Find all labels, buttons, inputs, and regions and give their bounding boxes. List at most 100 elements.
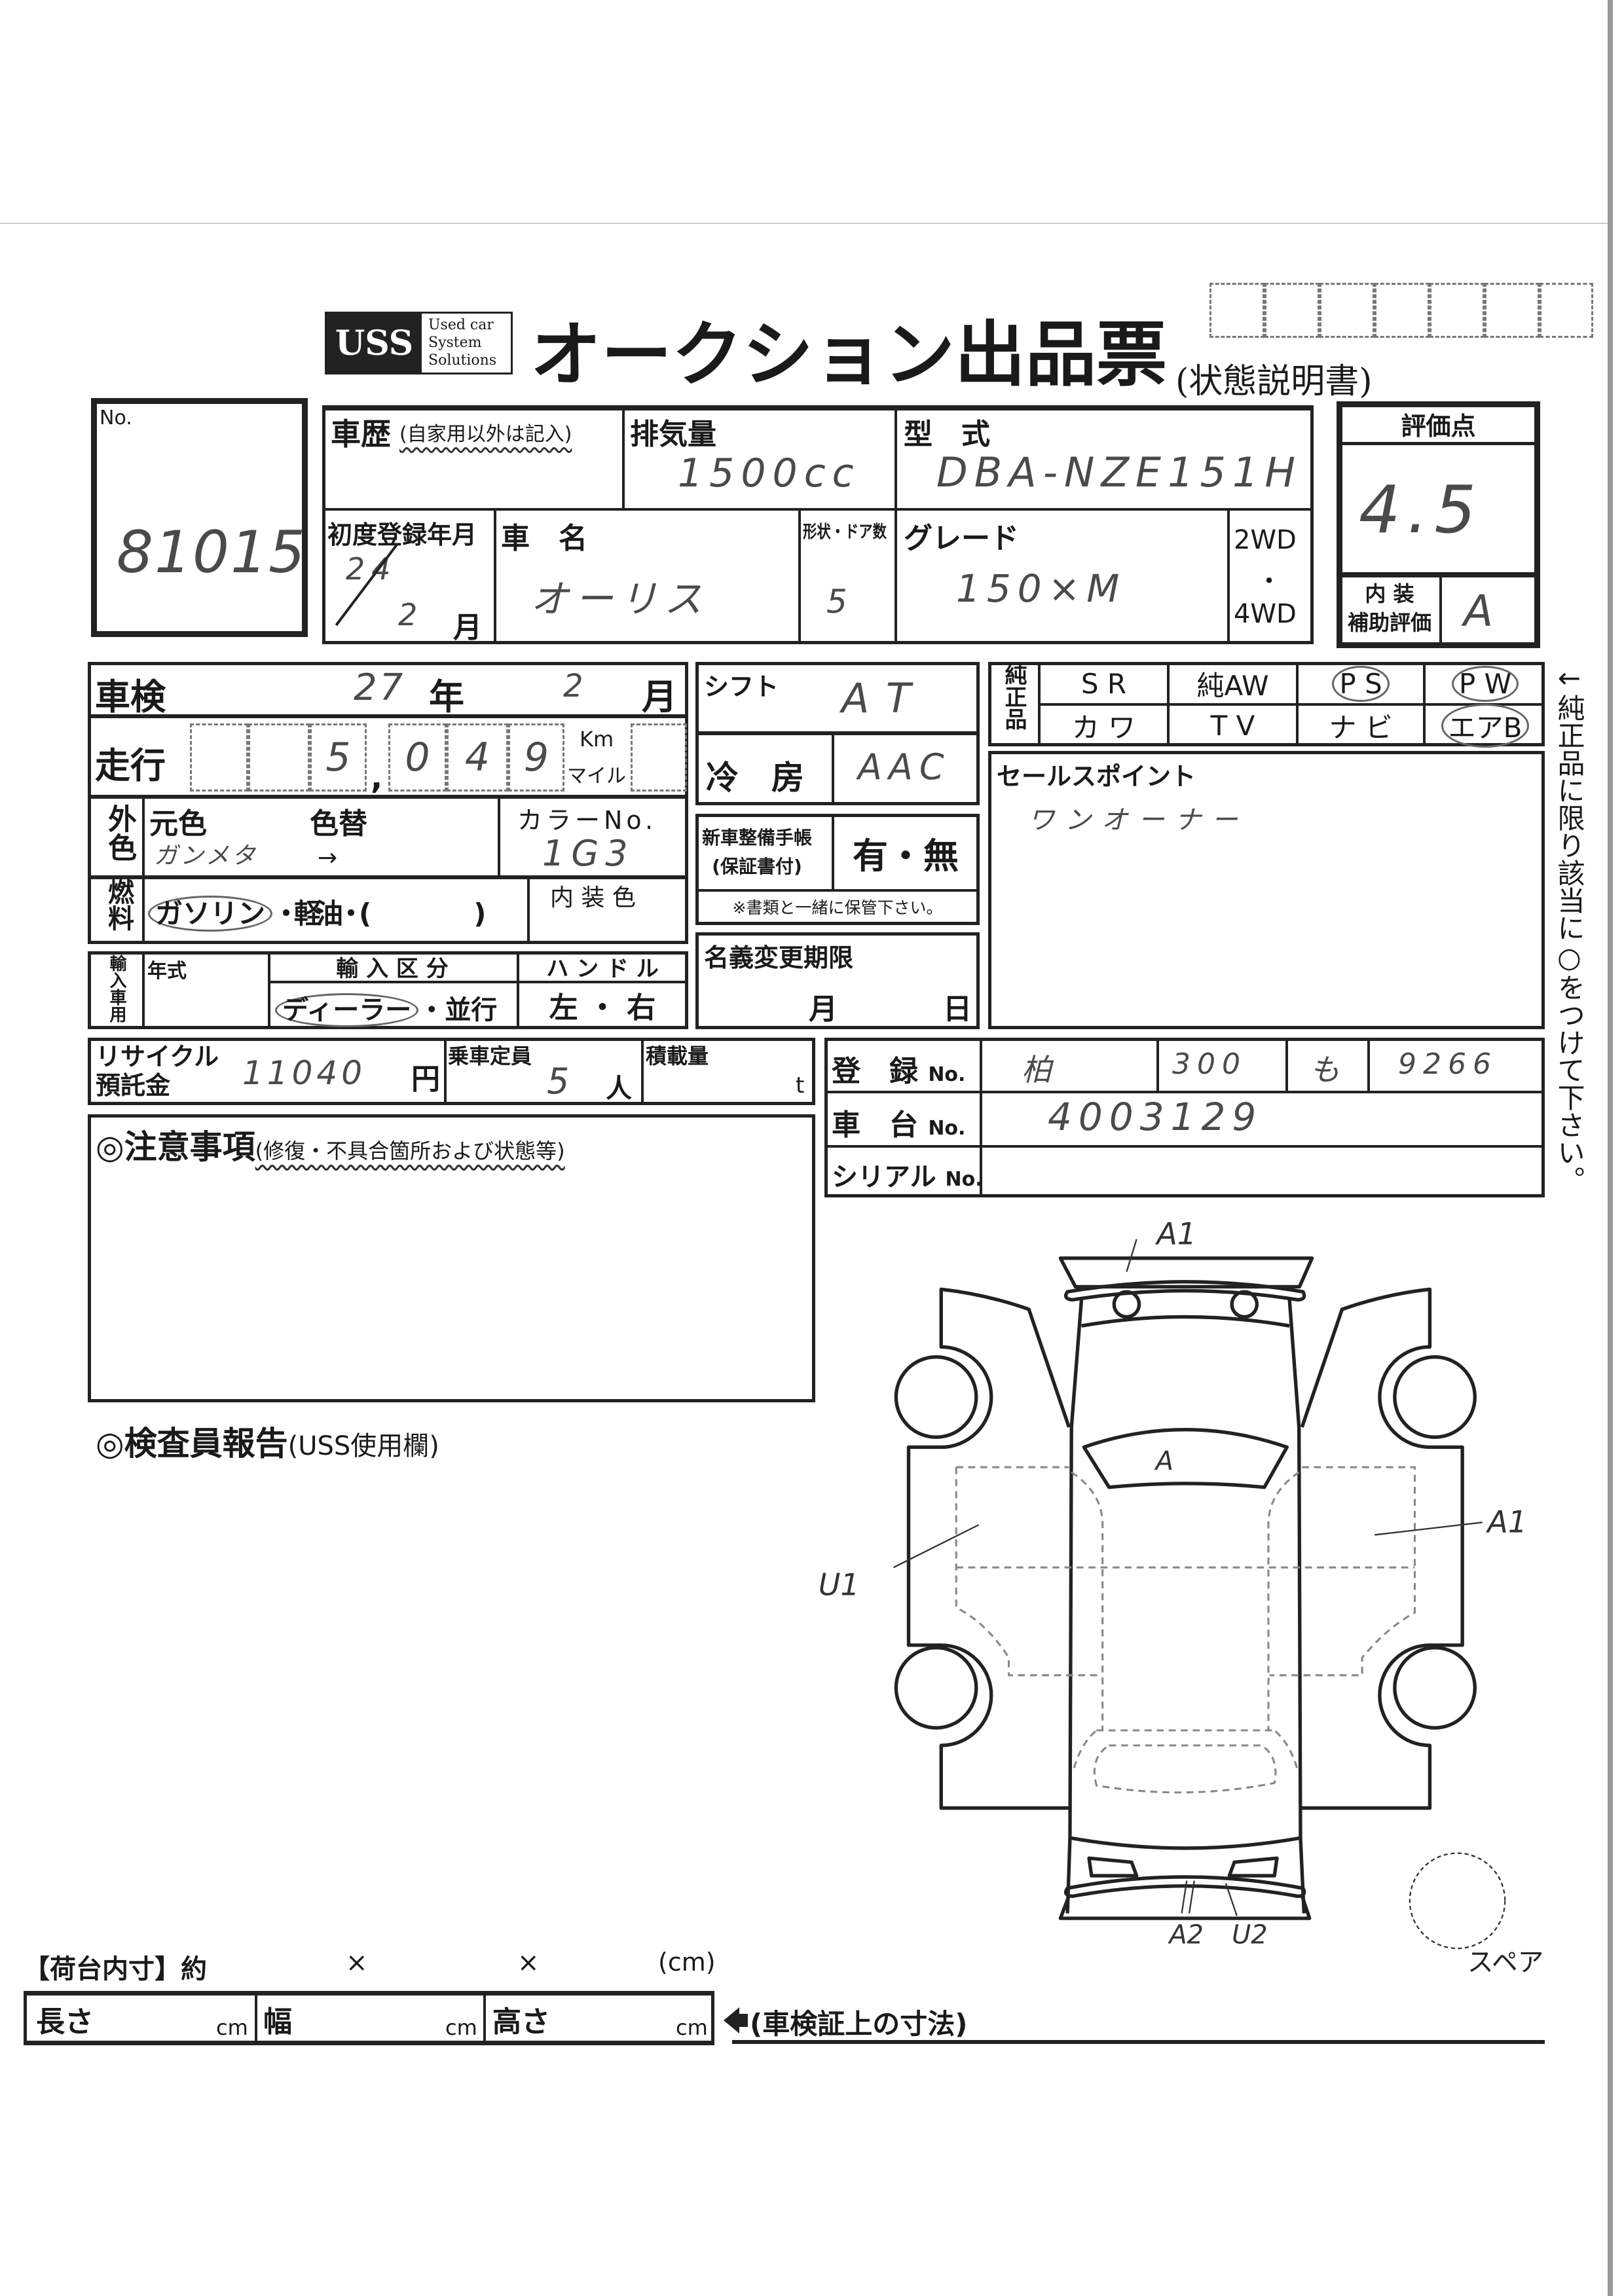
logo-line: Solutions <box>428 352 497 369</box>
genuine-item-label: カ ワ <box>1071 711 1136 744</box>
cm-unit: cm <box>445 2015 477 2040</box>
load-label: 積載量 <box>646 1044 709 1068</box>
service-book-title: 新車整備手帳 <box>702 827 813 848</box>
logo-line: System <box>428 335 482 351</box>
shift-value: AT <box>841 674 931 722</box>
headlight <box>1087 1856 1139 1878</box>
name-change-label: 名義変更期限 <box>704 943 854 972</box>
wheel <box>1393 1355 1477 1439</box>
divider <box>1038 703 1545 706</box>
divider <box>444 1038 447 1105</box>
digit: 4 <box>464 735 490 780</box>
unit-mile: マイル <box>567 765 626 788</box>
front-bumper <box>1063 1875 1306 1899</box>
score-label: 評価点 <box>1401 412 1476 441</box>
shift-label: シフト <box>704 672 779 701</box>
interior-label-line: 内 装 <box>1365 581 1414 606</box>
service-book-sub: (保証書付) <box>712 856 802 877</box>
capacity-label: 乗車定員 <box>448 1044 532 1068</box>
service-book-box <box>695 814 980 925</box>
capacity-value: 5 <box>547 1061 576 1102</box>
page-subtitle: (状態説明書) <box>1175 362 1373 401</box>
exterior-color-label: 外色 <box>103 804 136 862</box>
recycle-value: 11040 <box>242 1054 367 1092</box>
page-title: オークション出品票 <box>530 314 1168 396</box>
divider <box>1367 1038 1370 1091</box>
genuine-item-sr[interactable]: S R <box>1041 665 1167 703</box>
genuine-item-navi[interactable]: ナ ビ <box>1299 706 1423 745</box>
headlight <box>1227 1856 1279 1878</box>
spare-tire-circle <box>1409 1852 1506 1950</box>
uss-logo: USS Used car System Solutions <box>325 312 513 374</box>
divider <box>255 1991 257 2045</box>
divider <box>142 951 145 1029</box>
chassis-title: 車 台 <box>832 1108 918 1142</box>
history-label: 車歴 <box>331 416 391 452</box>
inspection-month: 2 <box>563 668 590 704</box>
rear-line <box>1081 1315 1290 1328</box>
roof-dashed-lines <box>955 1466 1416 1794</box>
unit-km: Km <box>580 727 614 752</box>
genuine-item-label: ナ ビ <box>1329 711 1393 744</box>
load-unit: t <box>796 1072 805 1099</box>
ac-box <box>695 732 980 805</box>
month-unit: 月 <box>453 611 482 644</box>
mileage-digit: 5 <box>310 723 367 792</box>
sales-point-label: セールスポイント <box>997 762 1196 791</box>
no-suffix: No. <box>945 1168 983 1191</box>
mileage-digit <box>631 723 687 792</box>
arrow-left-icon-tail <box>739 2014 748 2027</box>
office-use-cells <box>1209 283 1593 338</box>
mileage-digit <box>248 723 310 792</box>
car-damage-diagram: A1 A U1 A1 A2 U2 スペア <box>819 1216 1544 1977</box>
divider <box>1285 1038 1288 1091</box>
registration-label: 登 録 No. <box>832 1048 965 1089</box>
damage-leader-lines <box>893 1239 1483 1916</box>
arrow-left-icon <box>724 2007 739 2033</box>
mileage-digit: 0 <box>388 723 447 792</box>
import-class-dealer-selected[interactable]: ディーラー <box>275 993 419 1027</box>
genuine-item-airbag[interactable]: エアB <box>1426 703 1545 748</box>
import-year-label: 年式 <box>147 960 187 983</box>
capacity-unit: 人 <box>606 1074 632 1104</box>
fuel-gasoline-selected[interactable]: ガソリン <box>148 896 273 932</box>
cert-dimension-note: (車検証上の寸法) <box>750 2008 968 2040</box>
yen-unit: 円 <box>411 1063 440 1096</box>
no-suffix: No. <box>928 1117 966 1140</box>
divider <box>483 1991 486 2045</box>
genuine-item-ps[interactable]: P S <box>1299 665 1423 703</box>
genuine-label: 純正品 <box>1001 663 1027 730</box>
interior-score-value: A <box>1464 586 1500 636</box>
first-registration-label: 初度登録年月 <box>327 520 477 549</box>
registration-region: 柏 <box>1022 1052 1058 1087</box>
logo-subtext: Used car System Solutions <box>428 316 496 369</box>
genuine-item-leather[interactable]: カ ワ <box>1041 706 1167 745</box>
genuine-item-tv[interactable]: T V <box>1170 706 1296 745</box>
wheel <box>894 1646 978 1730</box>
wheel <box>894 1355 978 1439</box>
divider <box>832 814 834 890</box>
divider <box>1337 442 1540 445</box>
front-plate-area <box>1058 1895 1312 1920</box>
import-label: 輸入車用 <box>107 955 126 1023</box>
office-cell <box>1264 283 1320 338</box>
registration-title: 登 録 <box>832 1055 918 1088</box>
logo-line: Used car <box>428 317 494 333</box>
digit: 5 <box>325 735 351 780</box>
cargo-unit: (cm) <box>658 1948 716 1977</box>
service-book-options: 有・無 <box>853 835 959 877</box>
handle-options: 左 ・ 右 <box>549 991 656 1025</box>
name-change-box <box>695 932 980 1029</box>
wheel <box>1393 1646 1477 1730</box>
rear-light <box>1112 1290 1141 1319</box>
color-change-arrow: → <box>318 845 338 871</box>
times-sign: × <box>517 1948 540 1978</box>
width-label: 幅 <box>263 2005 292 2039</box>
drive-dot: ・ <box>1256 566 1282 596</box>
genuine-item-pw[interactable]: P W <box>1426 665 1545 703</box>
genuine-item-aw[interactable]: 純AW <box>1170 665 1296 703</box>
displacement-value: 1500cc <box>678 450 860 496</box>
model-code-label: 型 式 <box>904 418 990 451</box>
divider <box>268 981 688 983</box>
divider <box>1439 574 1442 648</box>
